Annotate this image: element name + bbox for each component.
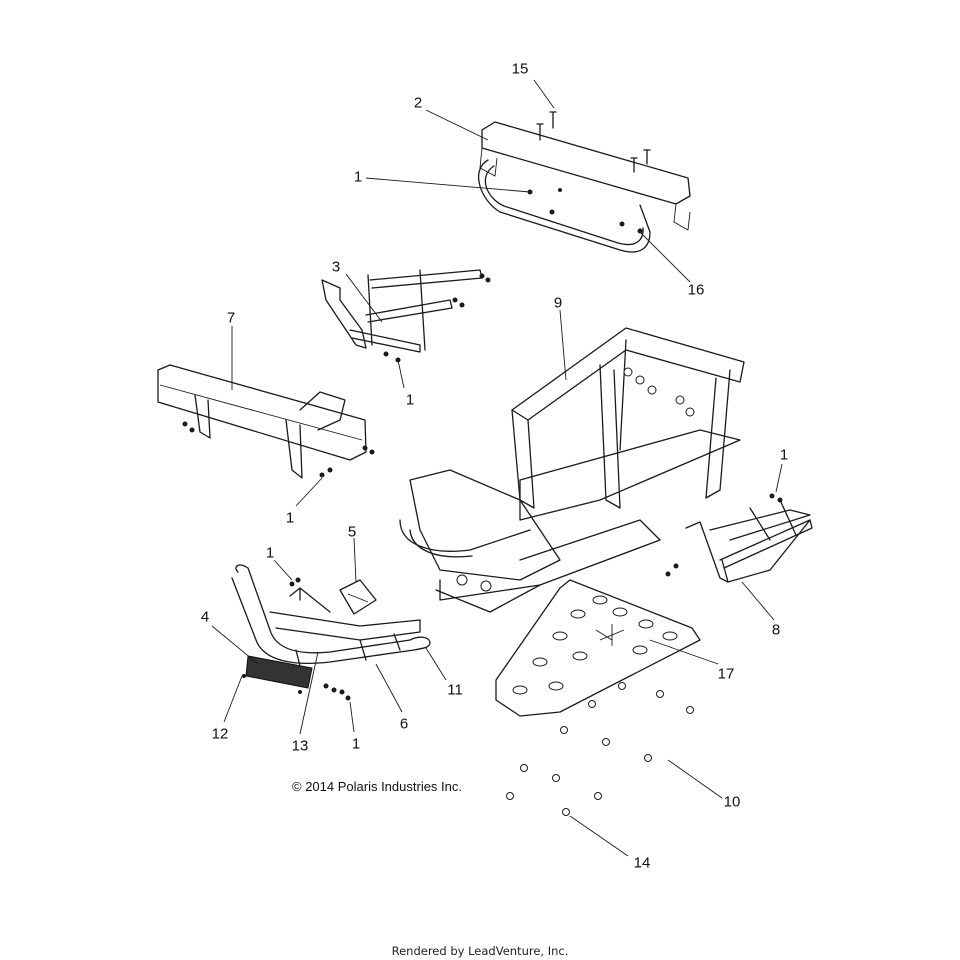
callout-1: 1 [405,391,415,409]
callout-16: 16 [687,281,705,299]
callout-2: 2 [413,94,423,112]
callout-4: 4 [200,608,210,626]
callout-1: 1 [351,735,361,753]
rear-cross-member [478,121,691,253]
front-cross-member [157,364,375,479]
main-frame [399,327,745,613]
footer-credit: Rendered by LeadVenture, Inc. [391,944,569,958]
bracket-5 [339,579,377,615]
bracket-3 [321,269,491,363]
callout-13: 13 [291,737,309,755]
callout-7: 7 [226,309,236,327]
callout-9: 9 [553,294,563,312]
callout-14: 14 [633,854,651,872]
callout-1: 1 [285,509,295,527]
callout-15: 15 [511,60,529,78]
callout-17: 17 [717,665,735,683]
front-bumper [231,564,431,667]
bumper-grille [245,655,313,689]
callout-12: 12 [211,725,229,743]
callout-11: 11 [447,681,463,699]
callout-10: 10 [723,793,741,811]
leader-lines [211,79,783,857]
copyright-text: © 2014 Polaris Industries Inc. [292,779,462,794]
fastener-10-14-group [506,682,694,816]
callout-1: 1 [265,544,275,562]
callout-5: 5 [347,523,357,541]
callout-3: 3 [331,258,341,276]
bolt-15-group [536,111,651,173]
callout-1: 1 [779,446,789,464]
skid-plate [495,579,701,717]
bracket-8 [665,493,813,583]
fastener-1-group [242,577,351,701]
callout-1: 1 [353,168,363,186]
callout-8: 8 [771,621,781,639]
callout-6: 6 [399,715,409,733]
